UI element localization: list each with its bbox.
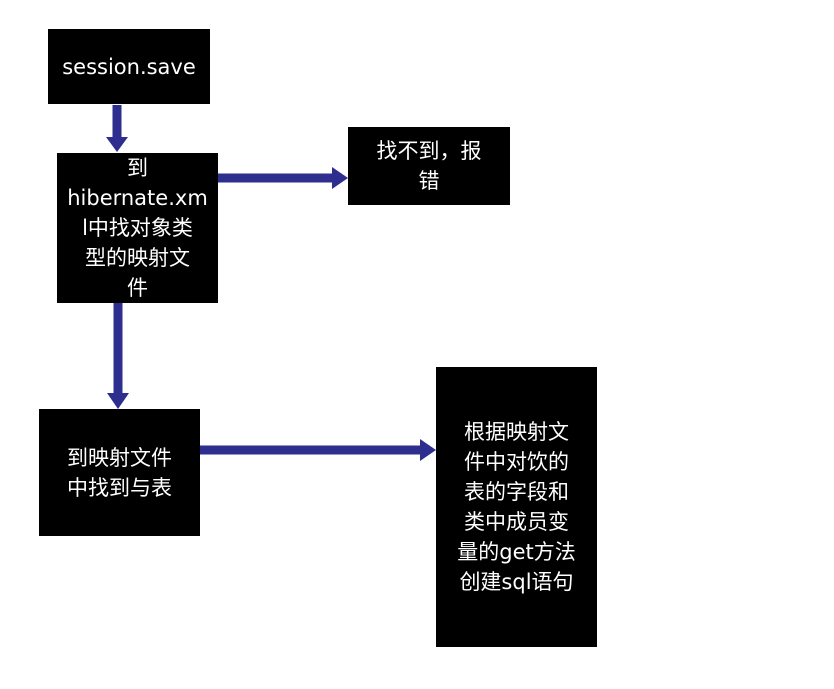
node-text: session.save (62, 52, 196, 82)
node-find-mapping: 到 hibernate.xm l中找对象类 型的映射文 件 (57, 153, 218, 303)
node-line: 找不到，报 (376, 139, 482, 163)
node-text: 到 hibernate.xm l中找对象类 型的映射文 件 (67, 153, 208, 303)
node-line: 到映射文件 (67, 445, 172, 470)
arrowhead (107, 393, 129, 409)
node-not-found: 找不到，报 错 (348, 127, 510, 205)
arrow-mapping-to-findtable (107, 303, 129, 409)
node-find-table: 到映射文件 中找到与表 (39, 409, 200, 536)
arrow-mapping-to-notfound (218, 167, 348, 189)
node-line: 件中对饮的 (463, 450, 569, 474)
node-line: 型的映射文 (85, 246, 190, 270)
node-text: 找不到，报 错 (377, 136, 482, 196)
node-line: 件 (127, 276, 148, 300)
node-line: hibernate.xm (67, 186, 208, 210)
node-line: 创建sql语句 (459, 570, 574, 594)
node-line: 错 (418, 169, 440, 193)
arrow-findtable-to-createsql (200, 439, 436, 461)
arrowhead (106, 137, 128, 152)
node-text: 根据映射文 件中对饮的 表的字段和 类中成员变 量的get方法 创建sql语句 (457, 417, 575, 597)
arrowhead (420, 439, 436, 461)
arrow-save-to-mapping (106, 105, 128, 152)
node-line: 量的get方法 (457, 540, 576, 564)
node-text: 到映射文件 中找到与表 (67, 443, 172, 503)
arrowhead (332, 167, 348, 189)
node-line: l中找对象类 (82, 216, 193, 240)
node-line: 根据映射文 (463, 420, 569, 444)
node-session-save: session.save (48, 29, 210, 104)
node-line: 表的字段和 (463, 480, 569, 504)
node-line: 到 (127, 156, 148, 180)
node-line: 中找到与表 (67, 475, 172, 500)
node-line: 类中成员变 (463, 510, 569, 534)
node-create-sql: 根据映射文 件中对饮的 表的字段和 类中成员变 量的get方法 创建sql语句 (436, 367, 597, 647)
node-line: session.save (62, 54, 196, 79)
